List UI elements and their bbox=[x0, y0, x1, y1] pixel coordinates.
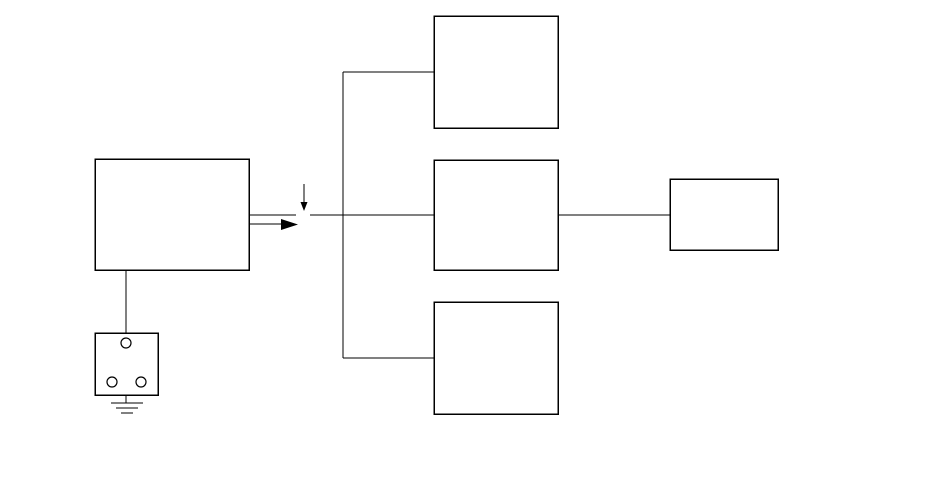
right-box bbox=[669, 178, 779, 251]
plug-pin-top bbox=[120, 337, 132, 349]
bottom-box bbox=[433, 301, 559, 415]
plug-box bbox=[94, 332, 159, 396]
plug-pin-left bbox=[106, 376, 118, 388]
right-arrow-head bbox=[281, 219, 298, 230]
middle-box bbox=[433, 159, 559, 271]
top-box bbox=[433, 15, 559, 129]
left-box bbox=[94, 158, 250, 271]
down-arrow-head bbox=[300, 202, 308, 211]
plug-pin-right bbox=[135, 376, 147, 388]
